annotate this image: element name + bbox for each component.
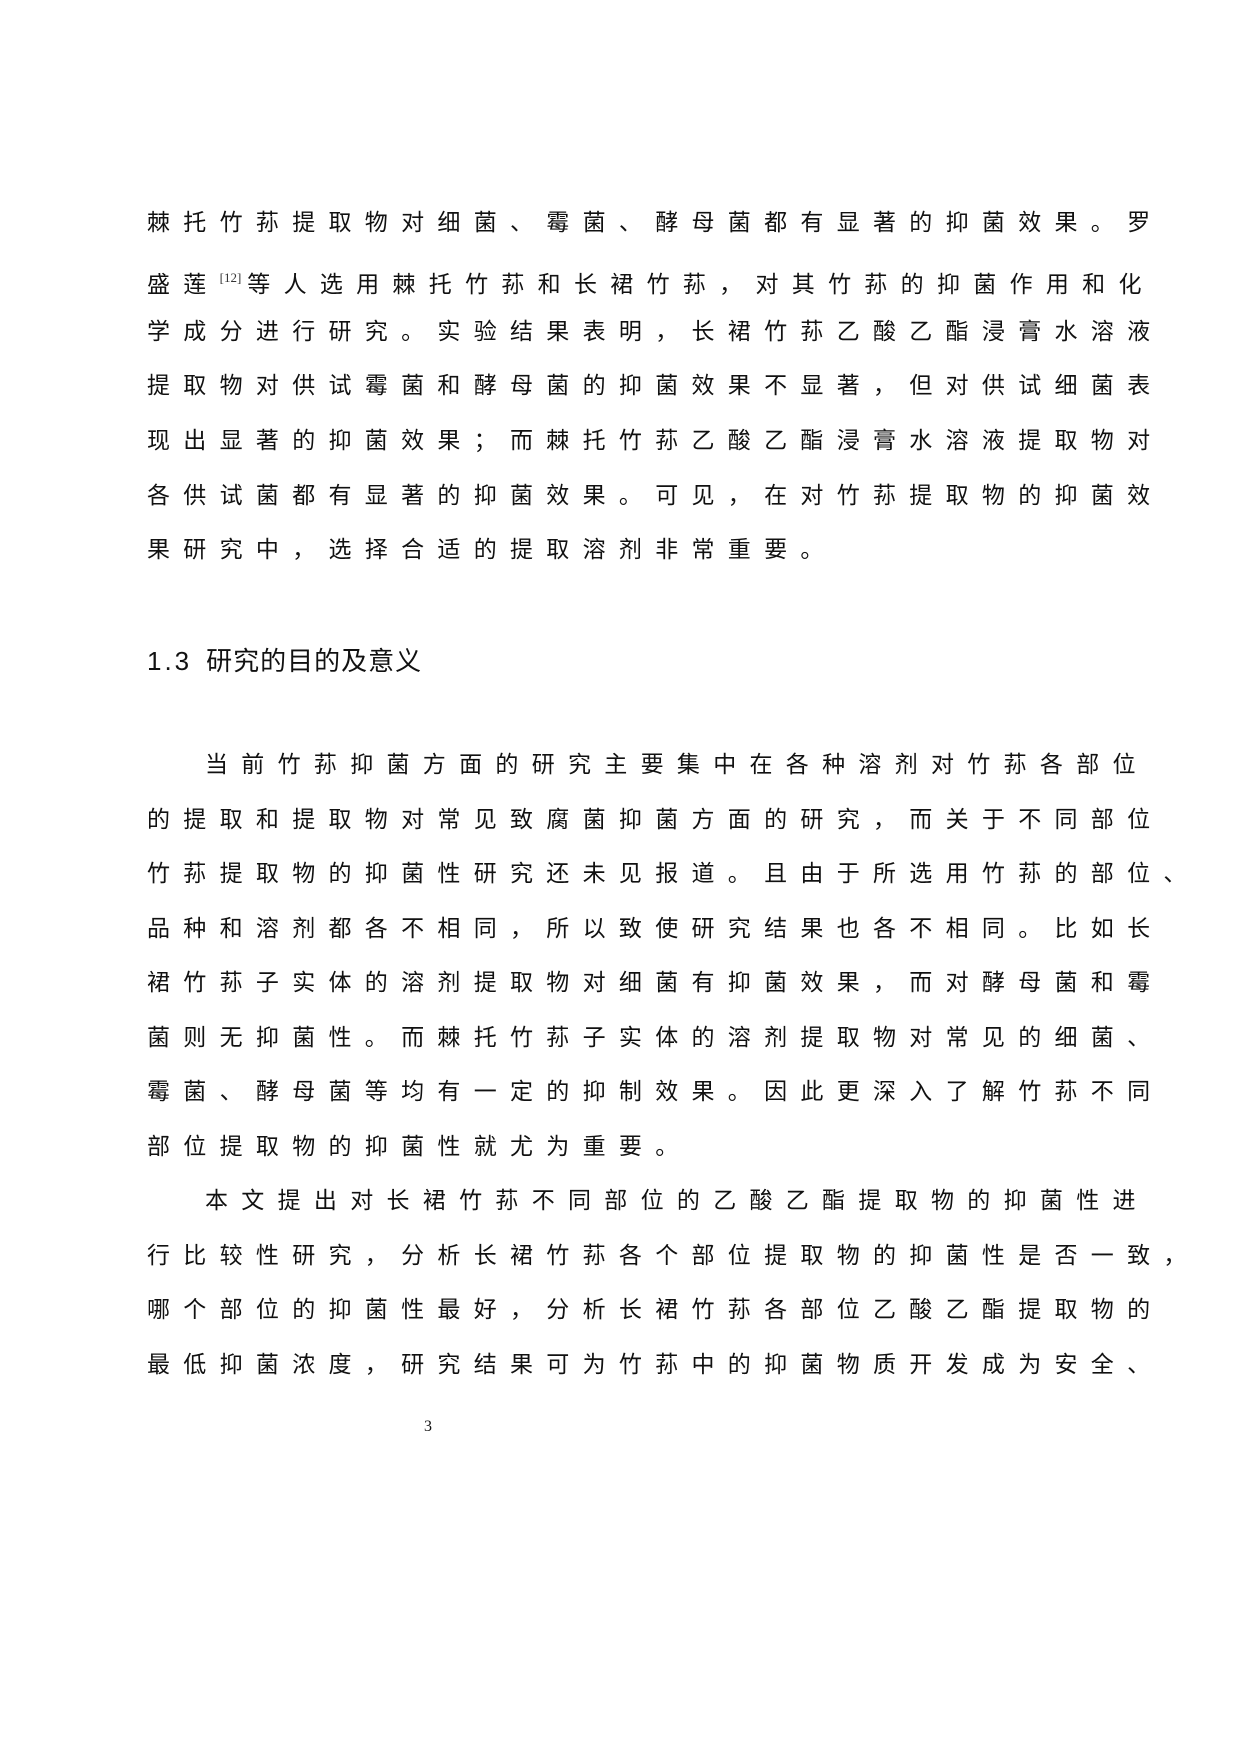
paragraph-first-line: 本文提出对长裙竹荪不同部位的乙酸乙酯提取物的抑菌性进 <box>205 1188 1149 1214</box>
body-line: 竹荪提取物的抑菌性研究还未见报道。且由于所选用竹荪的部位、 <box>147 861 1200 887</box>
citation-ref: [12] <box>219 270 242 285</box>
body-line: 最低抑菌浓度，研究结果可为竹荪中的抑菌物质开发成为安全、 <box>147 1352 1164 1378</box>
body-line: 现出显著的抑菌效果；而棘托竹荪乙酸乙酯浸膏水溶液提取物对 <box>147 428 1164 454</box>
section-heading: 1.3 研究的目的及意义 <box>147 645 422 678</box>
text-fragment: 盛莲 <box>147 272 220 298</box>
body-line: 哪个部位的抑菌性最好，分析长裙竹荪各部位乙酸乙酯提取物的 <box>147 1297 1164 1323</box>
body-line: 棘托竹荪提取物对细菌、霉菌、酵母菌都有显著的抑菌效果。罗 <box>147 210 1164 236</box>
text-fragment: 等人选用棘托竹荪和长裙竹荪，对其竹荪的抑菌作用和化 <box>247 272 1155 298</box>
body-line: 部位提取物的抑菌性就尤为重要。 <box>147 1134 692 1160</box>
body-line: 各供试菌都有显著的抑菌效果。可见，在对竹荪提取物的抑菌效 <box>147 483 1164 509</box>
body-line: 果研究中，选择合适的提取溶剂非常重要。 <box>147 537 837 563</box>
body-line: 霉菌、酵母菌等均有一定的抑制效果。因此更深入了解竹荪不同 <box>147 1079 1164 1105</box>
paragraph-first-line: 当前竹荪抑菌方面的研究主要集中在各种溶剂对竹荪各部位 <box>205 752 1149 778</box>
body-line-with-citation: 盛莲[12] 等人选用棘托竹荪和长裙竹荪，对其竹荪的抑菌作用和化 <box>147 263 1155 300</box>
body-line: 菌则无抑菌性。而棘托竹荪子实体的溶剂提取物对常见的细菌、 <box>147 1025 1164 1051</box>
page-number: 3 <box>424 1418 432 1435</box>
body-line: 品种和溶剂都各不相同，所以致使研究结果也各不相同。比如长 <box>147 916 1164 942</box>
section-title: 研究的目的及意义 <box>206 647 423 677</box>
body-line: 提取物对供试霉菌和酵母菌的抑菌效果不显著，但对供试细菌表 <box>147 373 1164 399</box>
body-line: 的提取和提取物对常见致腐菌抑菌方面的研究，而关于不同部位 <box>147 807 1164 833</box>
section-number: 1.3 <box>147 646 193 676</box>
body-line: 裙竹荪子实体的溶剂提取物对细菌有抑菌效果，而对酵母菌和霉 <box>147 970 1164 996</box>
body-line: 学成分进行研究。实验结果表明，长裙竹荪乙酸乙酯浸膏水溶液 <box>147 319 1164 345</box>
body-line: 行比较性研究，分析长裙竹荪各个部位提取物的抑菌性是否一致， <box>147 1243 1200 1269</box>
